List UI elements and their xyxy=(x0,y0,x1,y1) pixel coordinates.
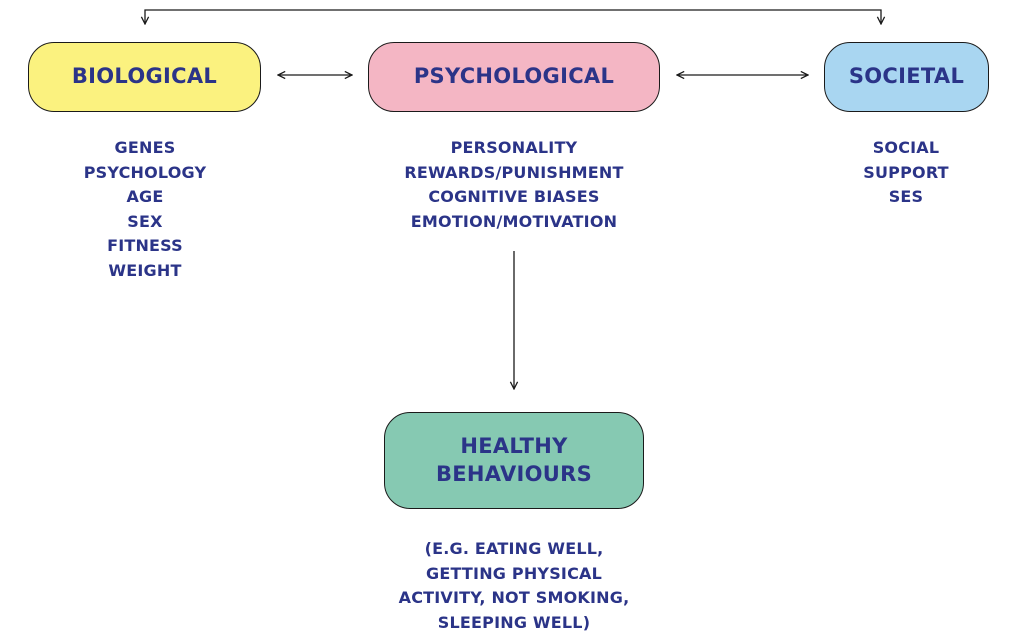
healthy-behaviours-label-line1: HEALTHY xyxy=(460,434,568,459)
factor-item: EMOTION/MOTIVATION xyxy=(410,211,618,231)
societal-factor-list: SOCIAL SUPPORT SES xyxy=(816,136,996,210)
example-line: ACTIVITY, NOT SMOKING, xyxy=(398,588,630,607)
healthy-behaviours-label-line2: BEHAVIOURS xyxy=(435,461,593,486)
factor-item: PSYCHOLOGY xyxy=(83,162,207,182)
societal-label: SOCIETAL xyxy=(848,64,965,89)
factor-item: SEX xyxy=(127,211,163,231)
factor-item: COGNITIVE BIASES xyxy=(428,187,600,206)
healthy-behaviours-box: HEALTHY BEHAVIOURS xyxy=(384,412,644,509)
societal-box: SOCIETAL xyxy=(824,42,989,112)
healthy-behaviours-examples: (E.G. EATING WELL, GETTING PHYSICAL ACTI… xyxy=(364,537,664,635)
example-line: (E.G. EATING WELL, xyxy=(424,539,604,558)
example-line: SLEEPING WELL) xyxy=(437,612,591,632)
factor-item: PERSONALITY xyxy=(450,138,578,157)
example-line: GETTING PHYSICAL xyxy=(425,563,602,583)
biological-label: BIOLOGICAL xyxy=(71,64,218,89)
psychological-label: PSYCHOLOGICAL xyxy=(413,64,615,89)
factor-item: FITNESS xyxy=(107,236,183,255)
biological-box: BIOLOGICAL xyxy=(28,42,261,112)
factor-item: GENES xyxy=(114,138,176,157)
factor-item: REWARDS/PUNISHMENT xyxy=(404,162,624,182)
factor-item: SOCIAL xyxy=(872,138,940,157)
connector-biological-societal xyxy=(145,9,881,24)
psychological-box: PSYCHOLOGICAL xyxy=(368,42,660,112)
factor-item: AGE xyxy=(126,187,164,206)
factor-item: SUPPORT xyxy=(863,162,949,182)
factor-item: SES xyxy=(888,187,924,206)
psychological-factor-list: PERSONALITY REWARDS/PUNISHMENT COGNITIVE… xyxy=(364,136,664,234)
factor-item: WEIGHT xyxy=(108,260,182,280)
biological-factor-list: GENES PSYCHOLOGY AGE SEX FITNESS WEIGHT xyxy=(45,136,245,283)
